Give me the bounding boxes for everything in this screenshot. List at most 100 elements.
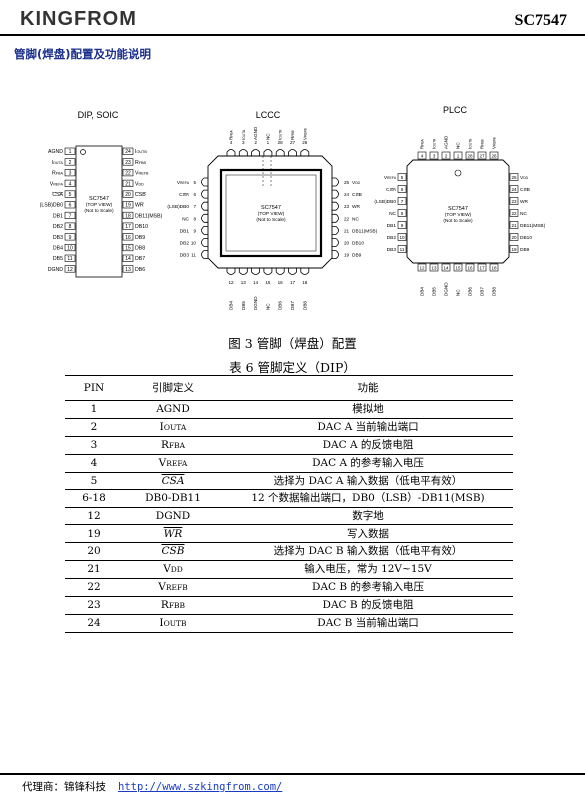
pin-box [465,151,475,160]
pin-label: VREFB [492,136,497,149]
pin-number-cell: 6-18 [65,489,123,508]
pin-number: 14 [253,280,259,285]
pin-number-cell: 23 [65,596,123,615]
pin-label: AGND [253,126,258,140]
pin-number: 16 [278,280,284,285]
pin-box [122,147,134,155]
castellation [201,213,208,223]
pin-box [64,169,76,177]
pin-box [64,201,76,209]
table-header-row: PIN 引脚定义 功能 [65,375,513,401]
pin-box [397,185,407,193]
castellation [300,149,310,156]
dip-package-body [75,145,123,278]
castellation [275,268,285,275]
pin-label: DB10 [520,235,532,241]
pin-label: CSB [352,192,362,198]
pin1-marker [454,169,462,177]
pin-label: NC [389,211,396,217]
pin-label: RFBB [290,129,295,140]
pin-number: 20 [125,192,131,198]
pin-label: RFBA [420,138,425,149]
chip-label: SC7547 [89,196,109,202]
chip-label: (Not to Scale) [256,217,286,223]
pin-function-cell: 12 个数据输出端口，DB0（LSB）-DB11(MSB) [223,489,513,508]
pin-number-cell: 22 [65,578,123,597]
pin-number: 24 [344,192,350,197]
pin-label: IOUTA [241,129,246,140]
pin-box [64,244,76,252]
pin-number: 10 [399,235,405,240]
pin-number: 11 [191,253,196,258]
footer-website-link[interactable]: http://www.szkingfrom.com/ [118,781,283,793]
pin-number: 19 [125,203,131,209]
pin-number: 13 [241,280,247,285]
pin-label: NC [182,216,189,222]
pin-box [417,151,427,160]
pin-number: 11 [67,256,72,262]
footer-rule [0,773,585,775]
castellation [226,149,236,156]
pin-label: DGND [48,267,64,273]
pin-label: DB2 [387,235,397,241]
pin-name-cell: RFBA [123,436,223,455]
pin-box [509,209,519,217]
pin-label: WR [352,204,361,210]
castellation [238,149,248,156]
pin-label: RFBA [229,129,234,140]
pin-box [122,222,134,230]
pin-label: DB11(MSB) [352,228,378,234]
pin-label: DB2 [53,224,63,230]
pin-name-cell: DB0-DB11 [123,489,223,508]
pin-label: RFBB [135,160,147,166]
castellation [201,201,208,211]
pin-number: 16 [125,235,131,241]
pin-number: 23 [125,160,131,166]
pin-name-cell: VDD [123,560,223,579]
pin-label: DB3 [53,235,63,241]
pin-number: 17 [290,280,296,285]
pin-box [122,190,134,198]
company-logo: KINGFROM [20,8,137,30]
pin-number: 22 [125,171,131,177]
pin-box [64,179,76,187]
pin-box [509,197,519,205]
pin-number: 15 [265,280,271,285]
castellation [288,149,297,156]
pin-box [64,254,76,262]
pin-label: VREFA [177,180,190,186]
pin-number: 8 [401,211,404,216]
pin-label: (LSB)DB0 [374,199,396,205]
dip-title: DIP, SOIC [78,110,119,120]
pin-number: 13 [125,267,131,273]
pin-number: 2 [69,160,72,166]
pin-function-cell: DAC B 的反馈电阻 [223,596,513,615]
pin-box [509,173,519,181]
pin-number: 11 [400,247,405,252]
header-rule [0,34,585,36]
pin-number: 6 [69,203,72,209]
pin-label: DB1 [387,223,397,229]
pin-name-cell: IOUTA [123,418,223,437]
castellation [332,213,339,223]
pin-label: VREFB [302,127,307,140]
pin-number: 4 [69,181,72,187]
pin-box [465,263,475,272]
pin-number: 6 [401,187,404,192]
pin-label: DB8 [302,301,307,310]
pin-function-cell: 选择为 DAC A 输入数据（低电平有效） [223,472,513,491]
pin-label: DB3 [387,247,397,253]
pin-number: 21 [344,228,350,233]
pin-label: DGND [444,282,449,296]
pin-number: 1 [267,140,270,145]
pin-function-cell: 数字地 [223,507,513,526]
pin-function-cell: 选择为 DAC B 输入数据（低电平有效） [223,542,513,561]
